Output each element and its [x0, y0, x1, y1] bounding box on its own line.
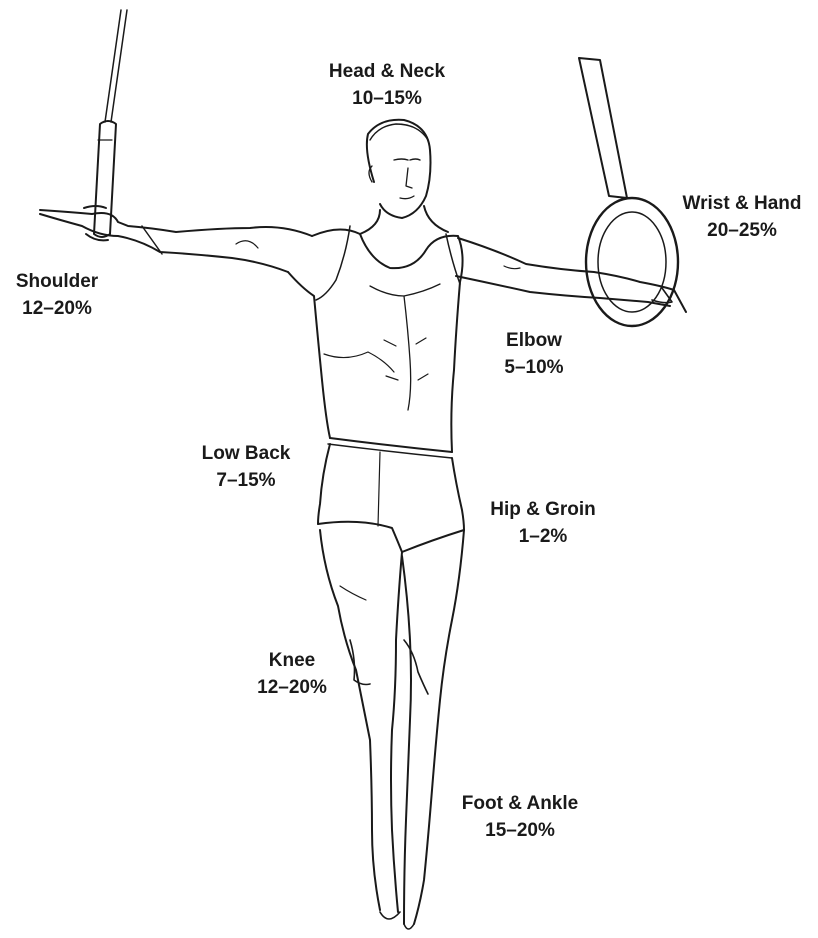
label-hip-groin-range: 1–2% [468, 523, 618, 550]
shorts [318, 438, 464, 552]
label-hip-groin: Hip & Groin 1–2% [468, 496, 618, 550]
label-shoulder-range: 12–20% [0, 295, 114, 322]
label-low-back-range: 7–15% [182, 467, 310, 494]
right-leg [402, 530, 464, 929]
head [360, 120, 448, 234]
label-knee-name: Knee [233, 647, 351, 674]
label-knee: Knee 12–20% [233, 647, 351, 701]
torso [288, 226, 463, 452]
label-elbow-name: Elbow [474, 327, 594, 354]
label-knee-range: 12–20% [233, 674, 351, 701]
label-foot-ankle-range: 15–20% [440, 817, 600, 844]
label-low-back: Low Back 7–15% [182, 440, 310, 494]
left-ring-strap [94, 10, 127, 237]
label-shoulder-name: Shoulder [0, 268, 114, 295]
label-wrist-hand-range: 20–25% [662, 217, 818, 244]
label-elbow: Elbow 5–10% [474, 327, 594, 381]
label-foot-ankle-name: Foot & Ankle [440, 790, 600, 817]
label-shoulder: Shoulder 12–20% [0, 268, 114, 322]
label-foot-ankle: Foot & Ankle 15–20% [440, 790, 600, 844]
left-arm [40, 206, 312, 272]
left-leg [320, 530, 402, 919]
label-head-neck-name: Head & Neck [292, 58, 482, 85]
label-hip-groin-name: Hip & Groin [468, 496, 618, 523]
label-head-neck-range: 10–15% [292, 85, 482, 112]
label-head-neck: Head & Neck 10–15% [292, 58, 482, 112]
label-wrist-hand: Wrist & Hand 20–25% [662, 190, 818, 244]
label-elbow-range: 5–10% [474, 354, 594, 381]
right-arm [456, 238, 686, 312]
label-low-back-name: Low Back [182, 440, 310, 467]
label-wrist-hand-name: Wrist & Hand [662, 190, 818, 217]
